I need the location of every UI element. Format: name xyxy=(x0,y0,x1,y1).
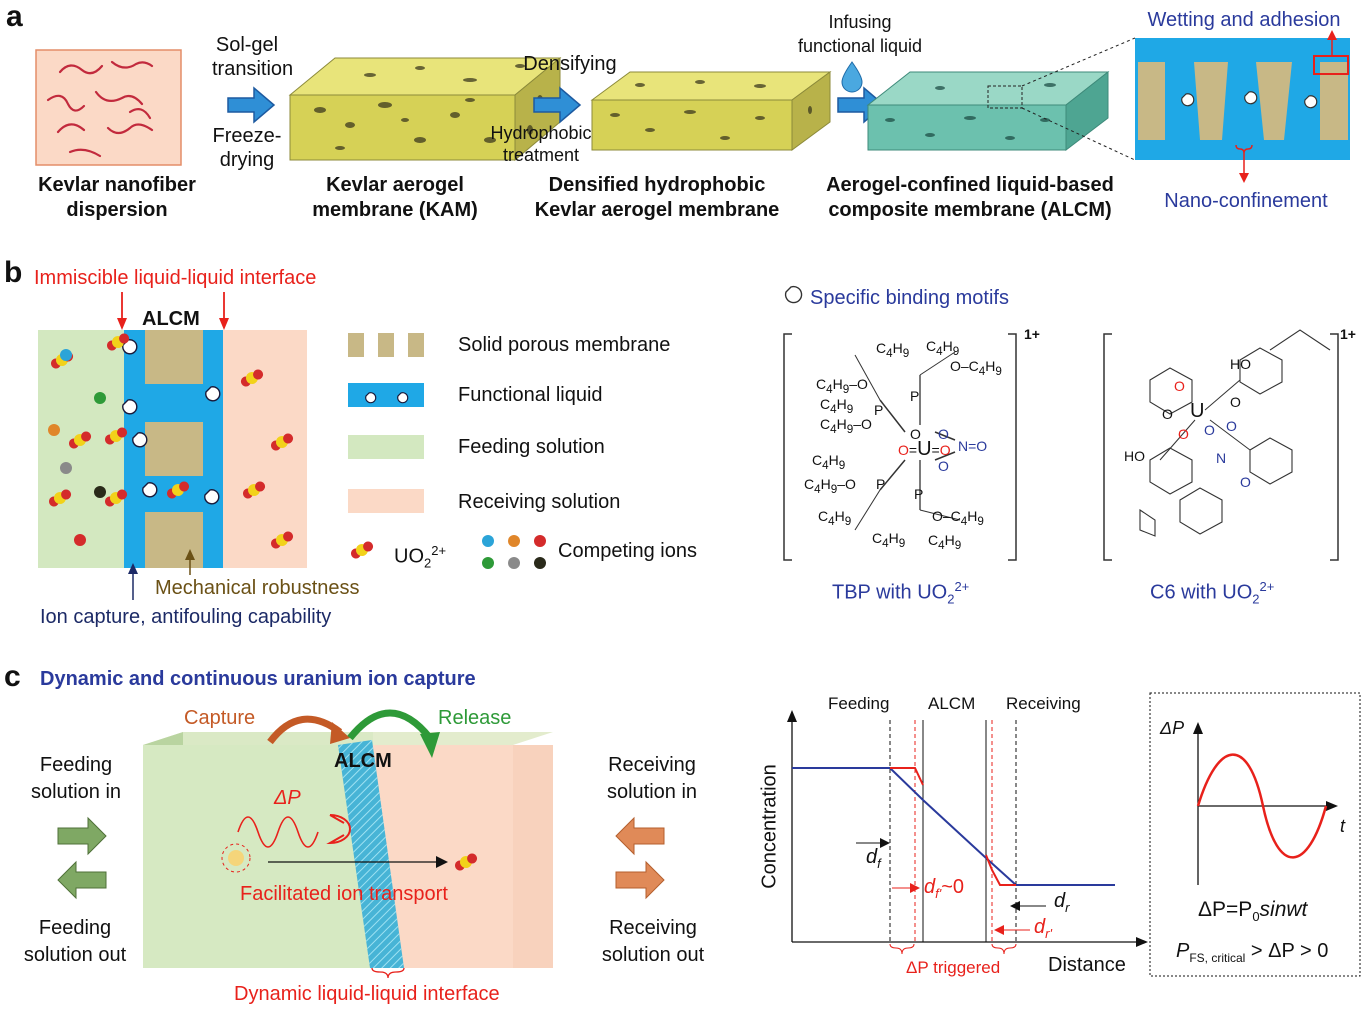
dr2-label: dr' xyxy=(1034,916,1052,941)
zoom-top-label: Wetting and adhesion xyxy=(1147,9,1341,31)
charge-c6: 1+ xyxy=(1340,326,1356,342)
interface-label: Immiscible liquid-liquid interface xyxy=(34,267,317,289)
tbp-structure xyxy=(783,333,1017,561)
critical-inequality: PFS, critical > ΔP > 0 xyxy=(1176,940,1329,965)
zoom-inset xyxy=(1135,30,1350,183)
sine-ylabel: ΔP xyxy=(1160,718,1185,738)
legend-functional: Functional liquid xyxy=(458,384,603,406)
sine-equation: ΔP=P0sinwt xyxy=(1198,898,1308,925)
arrow-2 xyxy=(533,86,582,124)
nanofiber-dispersion-box xyxy=(35,49,182,166)
zoom-region-marker xyxy=(987,85,1023,109)
df-label: df xyxy=(866,846,881,871)
delta-p-label: ΔP xyxy=(274,787,301,809)
zoom-bottom-label: Nano-confinement xyxy=(1164,190,1328,212)
tbp-caption: TBP with UO22+ xyxy=(832,579,970,607)
mechanical-label: Mechanical robustness xyxy=(155,577,360,599)
legend-feeding: Feeding solution xyxy=(458,436,605,458)
capture-label: Capture xyxy=(184,707,256,729)
alcm-slab xyxy=(866,70,1110,152)
zone-alcm-label: ALCM xyxy=(928,694,976,713)
alcm-label-b: ALCM xyxy=(142,308,200,330)
panel-c-title: Dynamic and continuous uranium ion captu… xyxy=(40,668,476,690)
arrow-1 xyxy=(227,86,276,124)
motifs-label: Specific binding motifs xyxy=(810,287,1009,309)
graph-ylabel: Concentration xyxy=(758,764,781,889)
droplet-icon xyxy=(841,61,863,93)
triggered-label: ΔP triggered xyxy=(906,958,1001,977)
legend-solid: Solid porous membrane xyxy=(458,334,671,356)
sine-curve xyxy=(1196,753,1328,859)
legend-receiving: Receiving solution xyxy=(458,491,621,513)
df0-label: df'~0 xyxy=(924,876,965,901)
charge-tbp: 1+ xyxy=(1024,326,1040,342)
competing-ion-dots xyxy=(48,349,106,546)
binding-motif-icon xyxy=(784,285,803,304)
legend-competing: Competing ions xyxy=(558,540,697,562)
arrow1-bottom-label: Freeze-drying xyxy=(212,125,282,171)
concentration-graph xyxy=(787,710,1148,955)
sine-xlabel: t xyxy=(1340,816,1346,836)
dynamic-interface-label: Dynamic liquid-liquid interface xyxy=(234,983,500,1005)
c6-caption: C6 with UO22+ xyxy=(1150,579,1275,607)
receiving-zone xyxy=(223,330,307,568)
uo2-molecules xyxy=(48,333,294,549)
arrow2-top-label: Densifying xyxy=(523,53,617,75)
panel-letter-b: b xyxy=(4,256,23,289)
zone-feeding-label: Feeding xyxy=(828,694,890,713)
dr-label: dr xyxy=(1054,890,1070,915)
alcm-label-c: ALCM xyxy=(334,750,392,772)
tbp-chem-labels: C4H9 C4H9 O–C4H9 C4H9–O C4H9 C4H9–O P P … xyxy=(804,338,1002,552)
legend-uo2: UO22+ xyxy=(394,543,447,571)
zone-receiving-label: Receiving xyxy=(1006,694,1081,713)
release-label: Release xyxy=(438,707,512,729)
panel-letter-c: c xyxy=(4,660,21,693)
feeding-zone xyxy=(38,330,124,568)
ion-capture-label: Ion capture, antifouling capability xyxy=(40,606,332,628)
densified-slab xyxy=(590,71,832,151)
c6-chem-labels: HO O U O O O O O N O HO xyxy=(1124,356,1251,490)
facilitated-label: Facilitated ion transport xyxy=(240,883,448,905)
c6-structure xyxy=(1103,329,1339,561)
panel-letter-a: a xyxy=(6,0,23,33)
graph-xlabel: Distance xyxy=(1048,954,1126,976)
